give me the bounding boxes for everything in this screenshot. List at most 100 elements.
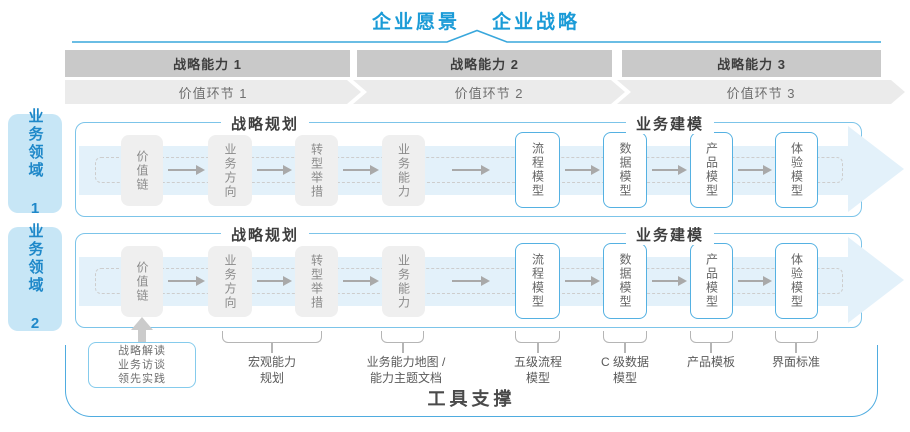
flow-arrow-icon xyxy=(168,276,205,286)
strategic-capability-bar-3: 战略能力 3 xyxy=(622,50,881,77)
value-link-label: 价值环节 3 xyxy=(726,85,796,101)
value-link-label: 价值环节 1 xyxy=(178,85,248,101)
flow-box-transformation: 转型举措 xyxy=(295,135,338,206)
strategic-capability-bar-2: 战略能力 2 xyxy=(357,50,612,77)
annotation-line: 业务能力地图 / xyxy=(366,355,446,369)
bracket-stem xyxy=(271,343,273,353)
flow-box-data-model: 数据模型 xyxy=(603,132,647,208)
flow-band-arrowhead-icon xyxy=(848,126,904,212)
flow-box-business-capability: 业务能力 xyxy=(382,135,425,206)
bracket-ui-standard xyxy=(775,331,818,343)
flow-arrow-icon xyxy=(343,165,379,175)
flow-arrow-icon xyxy=(343,276,379,286)
business-row-panel-1: 战略规划 业务建模 价值链 业务方向 转型举措 业务能力 流程模型 数据模型 产… xyxy=(75,113,904,217)
flow-box-data-model: 数据模型 xyxy=(603,243,647,319)
flow-box-value-chain: 价值链 xyxy=(121,135,163,206)
annotation-data-model: C 级数据 模型 xyxy=(601,355,649,386)
strategic-capability-bar-1: 战略能力 1 xyxy=(65,50,350,77)
strategy-label: 企业战略 xyxy=(492,12,581,33)
section-label-modeling: 业务建模 xyxy=(625,224,715,245)
flow-arrow-icon xyxy=(452,276,490,286)
bracket-stem xyxy=(402,343,404,353)
business-domain-label-2: 业务领域 2 xyxy=(8,223,62,335)
section-label-planning: 战略规划 xyxy=(220,224,310,245)
value-link-label: 价值环节 2 xyxy=(454,85,524,101)
flow-arrow-icon xyxy=(257,276,292,286)
flow-box-experience-model: 体验模型 xyxy=(775,243,818,319)
annotation-line: 宏观能力 xyxy=(247,355,297,369)
annotation-line: 界面标准 xyxy=(771,355,821,369)
flow-box-process-model: 流程模型 xyxy=(515,243,560,319)
inputs-line: 领先实践 xyxy=(118,373,166,386)
section-label-planning: 战略规划 xyxy=(220,113,310,134)
flow-arrow-icon xyxy=(652,165,687,175)
value-link-chevron-3: 价值环节 3 xyxy=(617,80,905,104)
annotation-line: 模型 xyxy=(525,370,551,385)
up-arrow-stem xyxy=(138,330,146,343)
flow-box-value-chain: 价值链 xyxy=(121,246,163,317)
inputs-box: 战略解读 业务访谈 领先实践 xyxy=(88,342,196,388)
annotation-line: C 级数据 xyxy=(600,355,650,369)
flow-box-label: 价值链 xyxy=(135,260,149,303)
tools-container: 工具支撑 xyxy=(65,345,878,417)
flow-box-label: 业务方向 xyxy=(223,253,237,310)
annotation-macro-capability: 宏观能力 规划 xyxy=(248,355,296,386)
annotation-capability-map: 业务能力地图 / 能力主题文档 xyxy=(367,355,446,386)
domain-text: 业务领域 1 xyxy=(26,107,44,220)
strategic-capability-label: 战略能力 2 xyxy=(450,57,519,72)
annotation-ui-standard: 界面标准 xyxy=(772,355,820,371)
flow-arrow-icon xyxy=(452,165,490,175)
flow-box-business-capability: 业务能力 xyxy=(382,246,425,317)
flow-arrow-icon xyxy=(565,165,600,175)
section-label-modeling: 业务建模 xyxy=(625,113,715,134)
bracket-capability-map xyxy=(381,331,424,343)
flow-box-business-direction: 业务方向 xyxy=(208,135,252,206)
flow-box-product-model: 产品模型 xyxy=(690,243,733,319)
vision-label: 企业愿景 xyxy=(371,12,460,33)
flow-box-label: 体验模型 xyxy=(789,253,804,309)
flow-arrow-icon xyxy=(738,276,772,286)
annotation-line: 模型 xyxy=(612,370,638,385)
flow-box-label: 业务能力 xyxy=(396,142,411,199)
flow-box-label: 业务能力 xyxy=(396,253,411,310)
bracket-process-model xyxy=(515,331,560,343)
flow-arrow-icon xyxy=(738,165,772,175)
flow-box-label: 数据模型 xyxy=(618,142,632,198)
annotation-line: 产品模板 xyxy=(686,355,736,369)
bracket-stem xyxy=(795,343,797,353)
value-link-chevron-2: 价值环节 2 xyxy=(353,80,625,104)
bracket-stem xyxy=(710,343,712,353)
flow-arrow-icon xyxy=(652,276,687,286)
flow-arrow-icon xyxy=(257,165,292,175)
flow-box-product-model: 产品模型 xyxy=(690,132,733,208)
dashed-track xyxy=(95,157,843,183)
flow-box-label: 流程模型 xyxy=(530,142,545,198)
bracket-product-template xyxy=(690,331,733,343)
inputs-line: 业务访谈 xyxy=(118,358,166,371)
flow-box-experience-model: 体验模型 xyxy=(775,132,818,208)
flow-box-label: 产品模型 xyxy=(704,142,719,198)
flow-box-label: 体验模型 xyxy=(789,142,804,198)
annotation-line: 五级流程 xyxy=(513,355,563,369)
value-link-chevron-1: 价值环节 1 xyxy=(65,80,361,104)
dashed-track xyxy=(95,268,843,294)
top-title: 企业愿景 企业战略 xyxy=(21,7,910,34)
flow-arrow-icon xyxy=(565,276,600,286)
strategic-capability-label: 战略能力 3 xyxy=(717,57,786,72)
flow-box-process-model: 流程模型 xyxy=(515,132,560,208)
business-domain-label-1: 业务领域 1 xyxy=(8,108,62,220)
flow-box-label: 业务方向 xyxy=(223,142,237,199)
tools-label: 工具支撑 xyxy=(427,389,516,409)
bracket-macro xyxy=(222,331,322,343)
bracket-stem xyxy=(537,343,539,353)
strategic-capability-label: 战略能力 1 xyxy=(173,57,242,72)
flow-box-business-direction: 业务方向 xyxy=(208,246,252,317)
business-row-panel-2: 战略规划 业务建模 价值链 业务方向 转型举措 业务能力 流程模型 数据模型 产… xyxy=(75,224,904,328)
annotation-line: 能力主题文档 xyxy=(369,370,443,385)
annotation-process-model: 五级流程 模型 xyxy=(514,355,562,386)
annotation-line: 规划 xyxy=(259,370,285,385)
flow-box-label: 数据模型 xyxy=(618,253,632,309)
flow-box-label: 产品模型 xyxy=(704,253,719,309)
bracket-data-model xyxy=(603,331,647,343)
